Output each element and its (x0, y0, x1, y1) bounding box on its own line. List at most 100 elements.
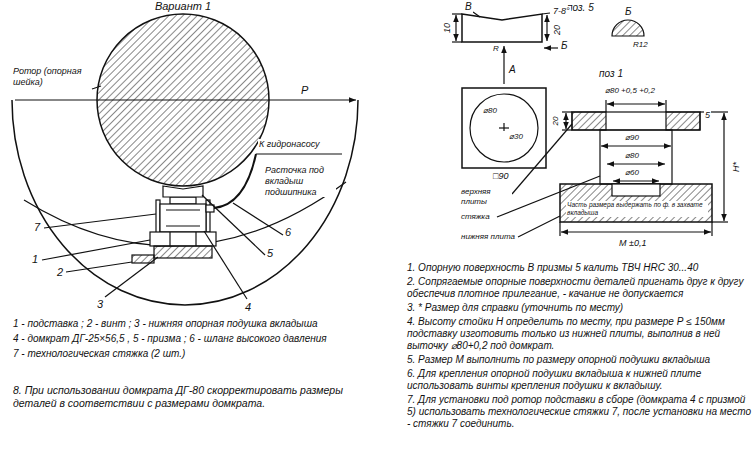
prism-plan-view (462, 88, 546, 168)
surface-label: В (464, 1, 473, 13)
center-mark (503, 123, 504, 131)
dimension-line (607, 103, 665, 104)
plate-detail (169, 232, 170, 246)
parts-list-line: 1 - подставка ; 2 - винт ; 3 - нижняя оп… (12, 318, 398, 330)
angle-label: 7-8° (552, 6, 571, 17)
view-arrow (544, 47, 558, 48)
leader-line (42, 240, 150, 260)
leader-line (66, 262, 132, 272)
leader-line (233, 203, 283, 235)
callout-number: 1 (31, 253, 39, 266)
callout-number: 2 (56, 266, 64, 279)
dimension-label: ⌀30 (508, 132, 524, 142)
dimension-line (455, 15, 456, 41)
extension-line (665, 100, 666, 112)
leader-line (204, 231, 247, 299)
dimension-line (561, 231, 711, 232)
callout-number: 3 (96, 298, 104, 311)
view-label: Б (624, 6, 633, 18)
view-arrow (503, 46, 504, 84)
dimension-line (565, 113, 566, 129)
section-hatch (572, 112, 606, 130)
part-label: Расточка под вкладыш подшипника (264, 165, 336, 197)
dimension-label: 20 (551, 116, 561, 127)
note-text: 7. Для установки под ротор подставки в с… (406, 394, 754, 430)
upper-plate (572, 112, 700, 130)
dimension-label: ⌀80 (482, 106, 498, 116)
dimension-label: 5 (704, 110, 711, 121)
jack-body (160, 204, 206, 232)
note-text: 6. Для крепления опорной подушки вкладыш… (406, 368, 754, 392)
dimension-label: □90 (492, 171, 509, 182)
dimension-label: P (300, 84, 309, 97)
dimension-line (607, 163, 665, 164)
dimension-label: М ±0,1 (618, 238, 647, 249)
angle-line (542, 13, 550, 14)
extension-line (452, 13, 462, 14)
callout-number: 4 (244, 301, 252, 314)
extension-line (562, 111, 572, 112)
jack-body (600, 130, 672, 184)
jack-ram (170, 197, 196, 204)
dimension-label: Н* (731, 161, 742, 173)
plate-recess (612, 184, 660, 196)
hose (214, 154, 256, 208)
extension-line (559, 222, 560, 236)
parts-list-line: 4 - домкрат ДГ-25×56,5 , 5 - призма ; 6 … (12, 333, 398, 345)
part-label: К гидронасосу (258, 139, 321, 150)
dimension-label: ⌀80 (624, 151, 640, 161)
extension-line (712, 221, 728, 222)
dimension-line (546, 15, 547, 41)
prism-side-view (462, 14, 542, 42)
position-label: поз 1 (598, 68, 624, 80)
dimension-line (723, 113, 724, 221)
leader-line (105, 257, 158, 297)
prism (163, 186, 203, 197)
callout-number: 5 (266, 247, 274, 260)
part-label: нижняя плита (460, 232, 516, 242)
extension-line (711, 222, 712, 236)
dimension-label: 20 (552, 24, 563, 36)
bearing-pad (154, 246, 212, 258)
note-text: 5. Размер М выполнить по размеру опорной… (406, 354, 754, 366)
jack-detail (166, 209, 200, 210)
note-text: 1. Опорную поверхность В призмы 5 калить… (406, 262, 754, 274)
extension-line (452, 41, 462, 42)
leader-line (256, 153, 342, 154)
radius-label: R12 (632, 40, 649, 50)
note-text: Часть размера выдержать по ф. в захвате … (566, 201, 708, 217)
section-view (612, 20, 644, 36)
dimension-line (601, 145, 671, 146)
part-label: Ротор (опорная шейка) (12, 66, 94, 88)
callout-number: 6 (284, 226, 292, 239)
part-label: верхняя плиты (460, 187, 512, 206)
radius-label: R (492, 44, 500, 54)
jack-detail (166, 225, 200, 226)
section-hatch (666, 112, 700, 130)
note-text: 2. Сопрягаемые опорные поверхности детал… (406, 276, 754, 300)
dimension-label: ⌀60 (624, 168, 640, 178)
view-label: Б (560, 40, 569, 52)
dimension-label: ⌀80 +0,5 +0,2 (604, 86, 656, 96)
leader-line (44, 214, 156, 228)
note-text: 3. * Размер для справки (уточнить по мес… (406, 302, 754, 314)
rotor-journal (97, 14, 269, 186)
callout-number: 7 (33, 221, 41, 234)
note-text: 4. Высоту стойки Н определить по месту, … (406, 316, 754, 352)
leader-line (518, 216, 560, 237)
dimension-label: ⌀90 (624, 133, 640, 143)
title: Вариант 1 (154, 0, 212, 13)
view-label: А (508, 64, 517, 76)
dimension-line (613, 180, 659, 181)
bore-circle (470, 94, 538, 162)
dimension-label: 10 (442, 22, 453, 34)
leader-line (473, 12, 480, 17)
note-text: 8. При использовании домкрата ДГ-80 скор… (12, 384, 390, 409)
parts-list-line: 7 - технологическая стяжка (2 шт.) (12, 348, 398, 360)
part-label: стяжка (460, 212, 491, 222)
lower-plate (560, 184, 712, 222)
plate-detail (195, 232, 196, 246)
extension-line (605, 100, 606, 112)
